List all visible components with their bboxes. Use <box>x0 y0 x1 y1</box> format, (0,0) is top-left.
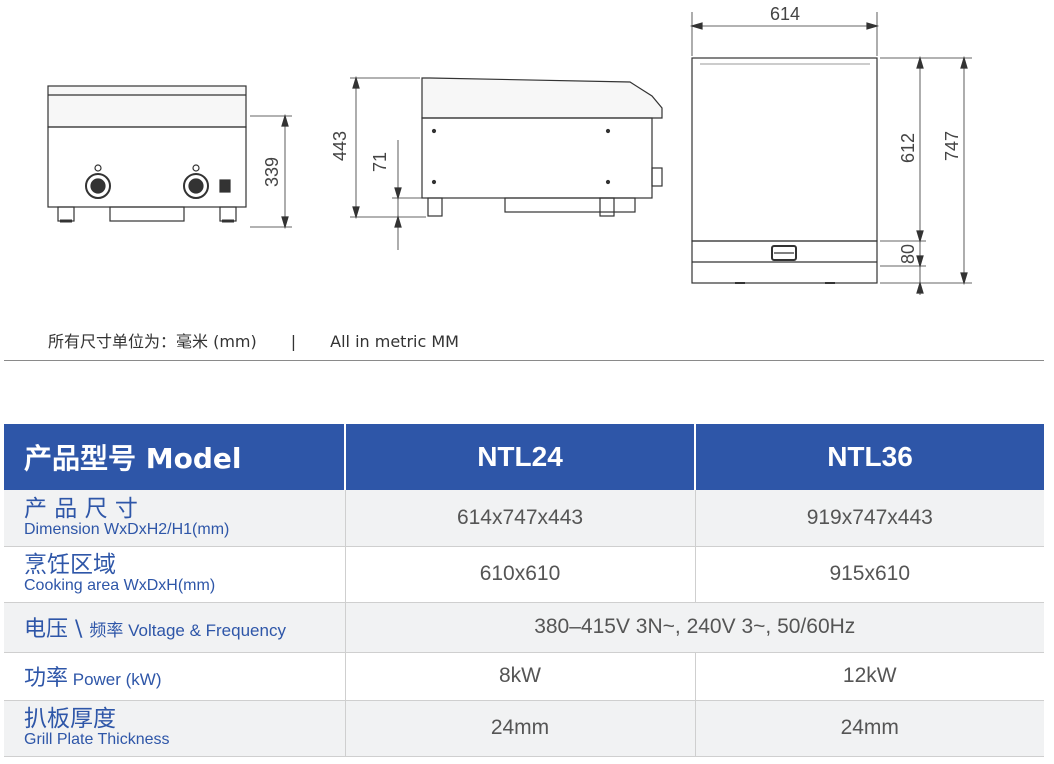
table-row-power: 功率 Power (kW) 8kW 12kW <box>4 652 1044 701</box>
table-row-voltage: 电压 \ 频率 Voltage & Frequency 380–415V 3N~… <box>4 602 1044 653</box>
row-label-cn-small: 频率 <box>89 621 124 640</box>
spec-header-row: 产品型号 Model NTL24 NTL36 <box>4 424 1044 490</box>
row-label-en: Voltage & Frequency <box>123 621 286 640</box>
spec-table: 产品型号 Model NTL24 NTL36 产 品 尺 寸 Dimension… <box>4 424 1044 757</box>
units-note: 所有尺寸单位为：毫米 (mm) | All in metric MM <box>48 328 459 352</box>
row-label: 扒板厚度 Grill Plate Thickness <box>4 700 346 757</box>
header-model-ntl24: NTL24 <box>345 424 696 490</box>
dim-339: 339 <box>262 157 282 187</box>
dim-747: 747 <box>942 131 962 161</box>
row-label-en: Grill Plate Thickness <box>24 731 170 748</box>
table-row-thickness: 扒板厚度 Grill Plate Thickness 24mm 24mm <box>4 700 1044 757</box>
row-label-cn: 产 品 尺 寸 <box>24 495 138 522</box>
dim-612: 612 <box>898 133 918 163</box>
row-label-cn: 烹饪区域 <box>24 552 116 578</box>
value-ntl36: 24mm <box>695 700 1044 757</box>
units-note-separator: | <box>290 332 297 351</box>
header-model-label: 产品型号 Model <box>4 424 346 490</box>
value-merged: 380–415V 3N~, 240V 3~, 50/60Hz <box>345 602 1044 653</box>
value-ntl24: 8kW <box>345 652 696 701</box>
technical-drawings: 339 443 71 <box>47 4 972 295</box>
value-ntl36: 915x610 <box>695 546 1044 603</box>
row-label: 功率 Power (kW) <box>4 652 346 701</box>
front-view-drawing <box>47 85 292 230</box>
value-ntl24: 24mm <box>345 700 696 757</box>
rear-view-drawing <box>689 12 972 295</box>
table-row-cooking-area: 烹饪区域 Cooking area WxDxH(mm) 610x610 915x… <box>4 546 1044 603</box>
dim-614: 614 <box>770 4 800 24</box>
units-note-en: All in metric MM <box>330 332 459 351</box>
dim-71: 71 <box>370 152 390 172</box>
dim-443: 443 <box>330 131 350 161</box>
units-note-cn: 所有尺寸单位为：毫米 (mm) <box>48 332 257 351</box>
row-label-en: Dimension WxDxH2/H1(mm) <box>24 520 230 538</box>
dim-80: 80 <box>898 244 918 264</box>
row-label-cn: 扒板厚度 <box>24 706 116 732</box>
side-view-drawing <box>350 75 663 250</box>
value-ntl36: 919x747x443 <box>695 490 1044 547</box>
value-ntl24: 610x610 <box>345 546 696 603</box>
divider-line <box>4 360 1044 361</box>
value-ntl24: 614x747x443 <box>345 490 696 547</box>
row-label-en: Cooking area WxDxH(mm) <box>24 577 216 594</box>
row-label: 电压 \ 频率 Voltage & Frequency <box>4 602 346 653</box>
row-label-cn: 电压 \ <box>24 617 90 642</box>
row-label-cn: 功率 <box>24 666 69 691</box>
value-ntl36: 12kW <box>695 652 1044 701</box>
row-label: 产 品 尺 寸 Dimension WxDxH2/H1(mm) <box>4 490 346 547</box>
table-row-dimension: 产 品 尺 寸 Dimension WxDxH2/H1(mm) 614x747x… <box>4 490 1044 547</box>
row-label-en: Power (kW) <box>68 670 162 689</box>
header-model-ntl36: NTL36 <box>695 424 1044 490</box>
row-label: 烹饪区域 Cooking area WxDxH(mm) <box>4 546 346 603</box>
